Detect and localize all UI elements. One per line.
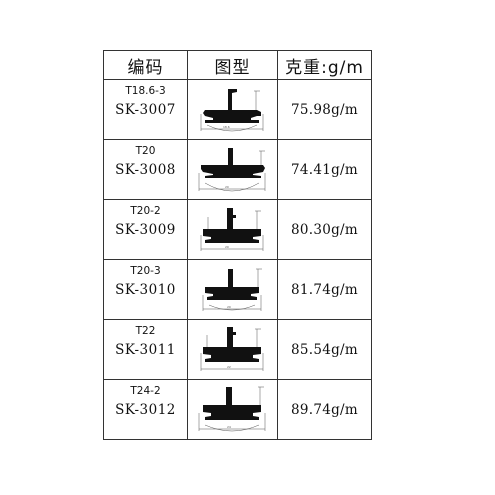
profile-spec-table: 编码 图型 克重:g/m T18.6-3 SK-3007: [103, 50, 372, 440]
weight-cell: 81.74g/m: [277, 259, 372, 320]
table-row: T24-2 SK-3012 24: [103, 379, 372, 440]
figure-cell: 22: [187, 319, 278, 380]
sk-code: SK-3010: [115, 282, 176, 298]
svg-text:20: 20: [225, 185, 229, 189]
sk-code: SK-3008: [115, 162, 176, 178]
svg-text:20: 20: [225, 245, 229, 249]
t-profile-drawing-icon: 24: [198, 386, 265, 431]
svg-text:18.6: 18.6: [223, 125, 230, 129]
table-row: T20 SK-3008 20: [103, 139, 372, 200]
header-code: 编码: [103, 50, 188, 80]
spec-sheet: 编码 图型 克重:g/m T18.6-3 SK-3007: [103, 50, 372, 440]
weight-cell: 89.74g/m: [277, 379, 372, 440]
header-figure: 图型: [187, 50, 278, 80]
code-cell: T22 SK-3011: [103, 319, 188, 380]
t-code: T24-2: [130, 385, 161, 397]
weight-cell: 80.30g/m: [277, 199, 372, 260]
t-code: T18.6-3: [125, 85, 166, 97]
figure-cell: 20: [187, 199, 278, 260]
t-profile-drawing-icon: 20: [200, 207, 263, 251]
weight-cell: 85.54g/m: [277, 319, 372, 380]
sk-code: SK-3009: [115, 222, 176, 238]
t-code: T20: [135, 145, 156, 157]
header-weight: 克重:g/m: [277, 50, 372, 80]
table-row: T20-3 SK-3010 20: [103, 259, 372, 320]
t-code: T22: [135, 325, 156, 337]
t-profile-drawing-icon: 18.6: [200, 88, 263, 131]
figure-cell: 24: [187, 379, 278, 440]
table-row: T22 SK-3011 22: [103, 319, 372, 380]
figure-cell: 18.6: [187, 79, 278, 140]
code-cell: T24-2 SK-3012: [103, 379, 188, 440]
svg-text:20: 20: [227, 305, 231, 309]
figure-cell: 20: [187, 139, 278, 200]
table-header-row: 编码 图型 克重:g/m: [103, 50, 372, 80]
code-cell: T18.6-3 SK-3007: [103, 79, 188, 140]
figure-cell: 20: [187, 259, 278, 320]
weight-cell: 74.41g/m: [277, 139, 372, 200]
table-row: T18.6-3 SK-3007 18.6: [103, 79, 372, 140]
sk-code: SK-3007: [115, 102, 176, 118]
t-code: T20-2: [130, 205, 161, 217]
t-code: T20-3: [130, 265, 161, 277]
t-profile-drawing-icon: 20: [202, 268, 262, 311]
table-row: T20-2 SK-3009 20: [103, 199, 372, 260]
svg-text:22: 22: [227, 365, 231, 369]
sk-code: SK-3011: [115, 342, 176, 358]
code-cell: T20-2 SK-3009: [103, 199, 188, 260]
code-cell: T20-3 SK-3010: [103, 259, 188, 320]
t-profile-drawing-icon: 20: [198, 147, 265, 191]
code-cell: T20 SK-3008: [103, 139, 188, 200]
t-profile-drawing-icon: 22: [200, 326, 263, 371]
weight-cell: 75.98g/m: [277, 79, 372, 140]
svg-text:24: 24: [227, 425, 231, 429]
sk-code: SK-3012: [115, 402, 176, 418]
